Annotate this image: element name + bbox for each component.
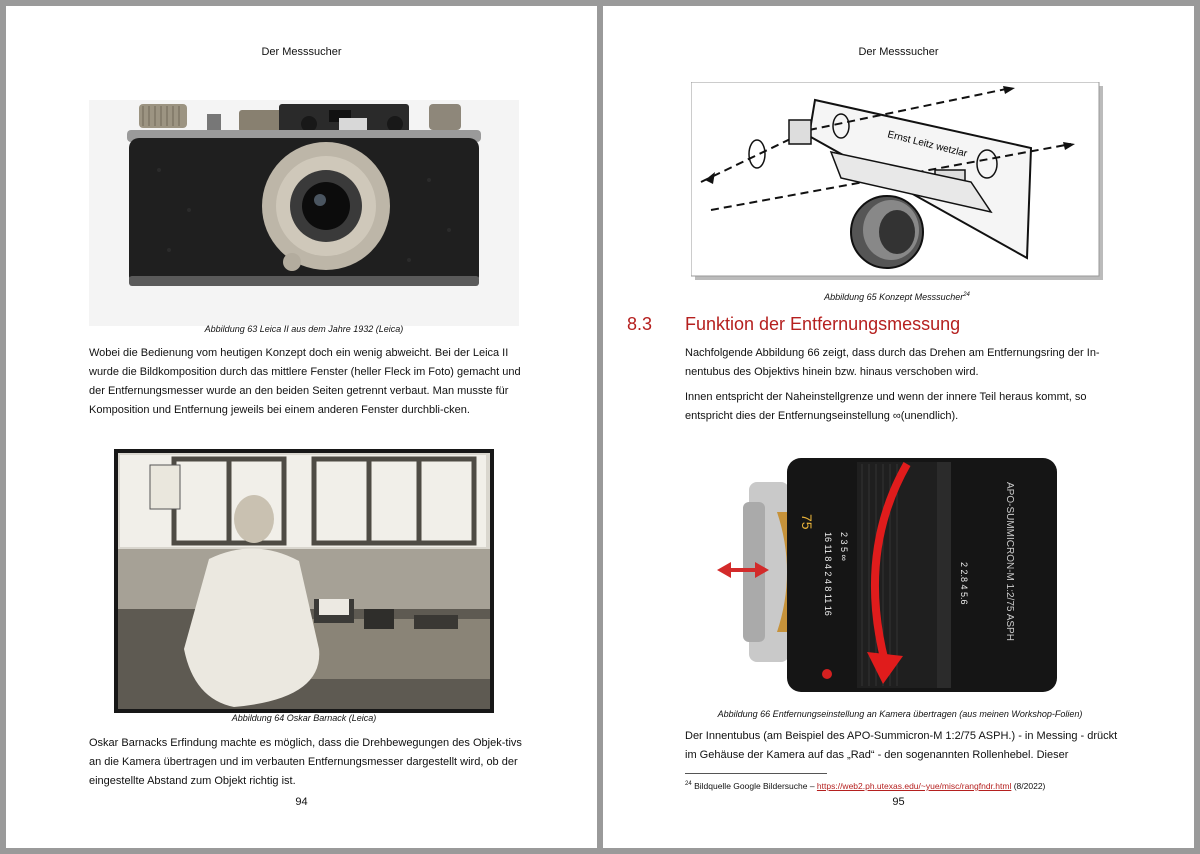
- svg-text:2 3 5 ∞: 2 3 5 ∞: [839, 532, 849, 561]
- left-paragraph-1: Wobei die Bedienung vom heutigen Konzept…: [89, 347, 521, 416]
- left-paragraph-2: Oskar Barnacks Erfindung machte es mögli…: [89, 737, 522, 787]
- figure-66-caption: Abbildung 66 Entfernungseinstellung an K…: [717, 709, 1083, 719]
- footnote: 24 Bildquelle Google Bildersuche – https…: [685, 781, 1046, 791]
- svg-text:16 11 8 4 2 4 8 11 16: 16 11 8 4 2 4 8 11 16: [823, 532, 833, 616]
- page-number: 94: [295, 796, 308, 808]
- figure-64-caption: Abbildung 64 Oskar Barnack (Leica): [231, 713, 377, 723]
- footnote-link[interactable]: https://web2.ph.utexas.edu/~yue/misc/ran…: [816, 781, 1012, 791]
- right-paragraph-3: Der Innentubus (am Beispiel des APO-Summ…: [685, 730, 1118, 761]
- figure-65-caption: Abbildung 65 Konzept Messsucher24: [824, 292, 970, 302]
- right-page: Der Messsucher Ernst Leitz wetzlar Abbil…: [603, 6, 1194, 848]
- figure-63-caption: Abbildung 63 Leica II aus dem Jahre 1932…: [204, 324, 404, 334]
- oskar-barnack-photo: [114, 449, 494, 713]
- running-head: Der Messsucher: [858, 46, 939, 58]
- svg-text:APO-SUMMICRON-M 1:2/75 ASPH: APO-SUMMICRON-M 1:2/75 ASPH: [1004, 482, 1015, 641]
- svg-text:2 2.8 4 5.6: 2 2.8 4 5.6: [959, 562, 969, 605]
- page-number: 95: [892, 796, 905, 808]
- lens-photo: 75 APO-SUMMICRON-M 1:2/75 ASPH 16 11 8 4…: [707, 452, 1057, 696]
- right-paragraph-1: Nachfolgende Abbildung 66 zeigt, dass du…: [685, 347, 1100, 378]
- section-title: Funktion der Entfernungsmessung: [685, 314, 961, 334]
- leica-camera-photo: [89, 100, 519, 326]
- footnote-rule: [685, 773, 827, 774]
- section-number: 8.3: [627, 314, 653, 334]
- running-head: Der Messsucher: [261, 46, 342, 58]
- svg-text:75: 75: [799, 514, 815, 530]
- left-page: Der Messsucher Abbildung 63: [6, 6, 597, 848]
- right-paragraph-2: Innen entspricht der Naheinstellgrenze u…: [685, 391, 1087, 422]
- rangefinder-diagram: Ernst Leitz wetzlar: [691, 82, 1103, 280]
